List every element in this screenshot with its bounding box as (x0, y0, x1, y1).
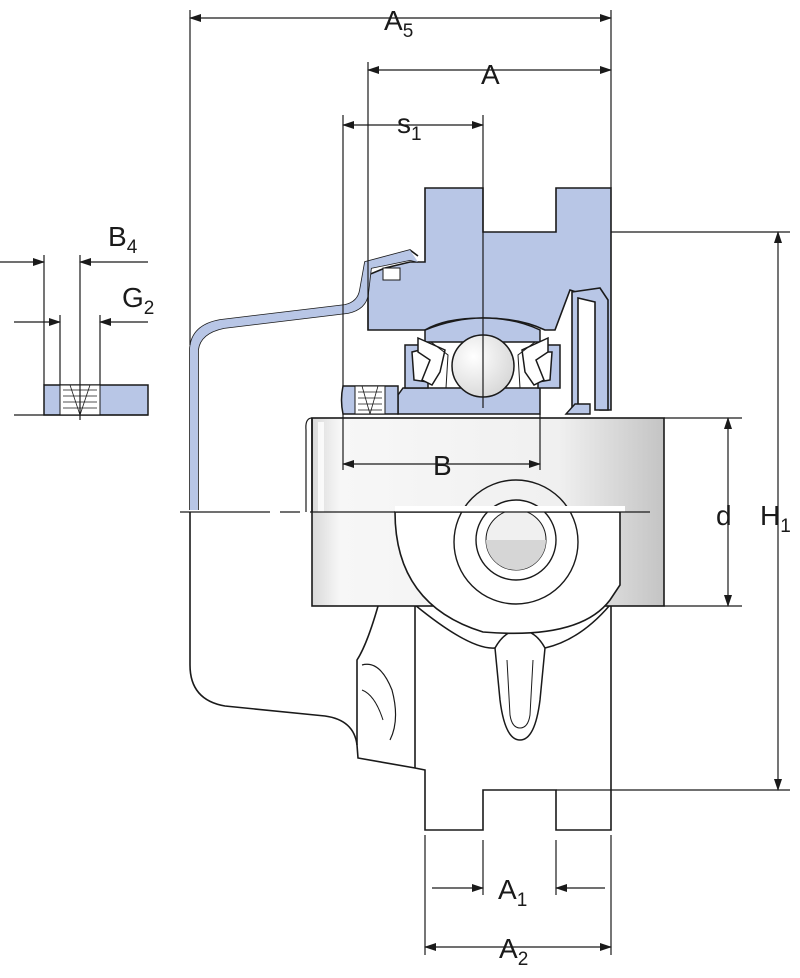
label-a1: A1 (498, 874, 527, 911)
label-g2: G2 (122, 282, 154, 319)
housing-boss-front (394, 479, 625, 635)
label-b4: B4 (108, 221, 138, 258)
label-a: A (481, 59, 500, 90)
housing-rib (414, 604, 611, 741)
label-s1: s1 (397, 108, 422, 145)
label-b: B (433, 450, 452, 481)
label-a2: A2 (499, 933, 528, 970)
bearing-section (340, 317, 561, 415)
dimension-lines (0, 10, 790, 955)
label-d: d (716, 500, 732, 531)
label-h1: H1 (760, 500, 791, 537)
flinger-seal (564, 403, 591, 415)
label-a5: A5 (384, 5, 413, 42)
detail-collar (14, 384, 149, 416)
